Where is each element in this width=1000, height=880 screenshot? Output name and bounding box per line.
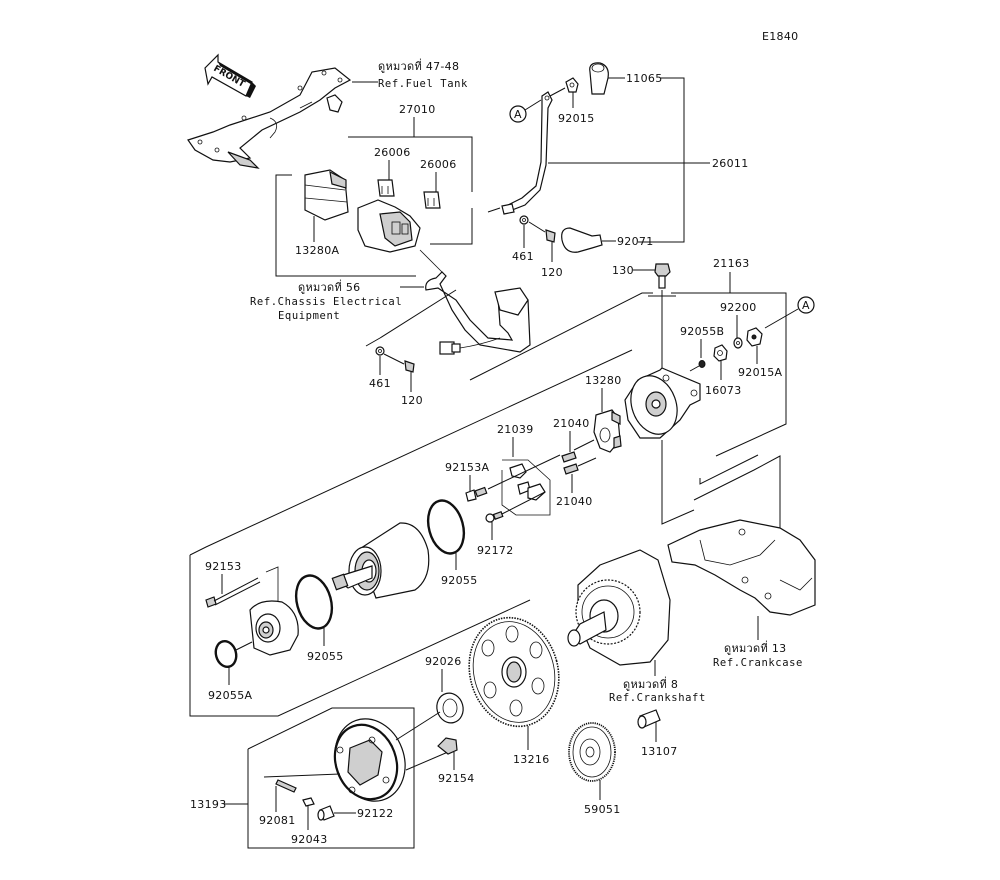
callout-a-upper bbox=[509, 105, 527, 123]
label-92153: 92153 bbox=[205, 560, 242, 573]
starter-end-cover-21163 bbox=[624, 367, 701, 439]
label-92122: 92122 bbox=[357, 807, 394, 820]
starter-front-cover bbox=[249, 600, 299, 656]
ref-crankshaft: Ref.Crankshaft bbox=[609, 692, 706, 704]
front-arrow-icon: FRONT bbox=[204, 53, 256, 98]
relay-wire-harness bbox=[419, 249, 531, 355]
brush-assembly-21039 bbox=[509, 463, 546, 501]
idle-gear-59051 bbox=[568, 722, 616, 782]
label-92055-right: 92055 bbox=[441, 574, 478, 587]
callout-a-upper-label: A bbox=[514, 108, 522, 121]
ref-fuel-tank: Ref.Fuel Tank bbox=[378, 78, 468, 90]
label-461-upper: 461 bbox=[512, 250, 534, 263]
label-130: 130 bbox=[612, 264, 634, 277]
label-21039: 21039 bbox=[497, 423, 534, 436]
label-92026: 92026 bbox=[425, 655, 462, 668]
label-92055-left: 92055 bbox=[307, 650, 344, 663]
label-120-upper: 120 bbox=[541, 266, 563, 279]
fuel-tank-bracket bbox=[187, 67, 352, 169]
ref-crankcase-thai: ดูหมวดที่ 13 bbox=[724, 640, 786, 655]
label-26006-a: 26006 bbox=[374, 146, 411, 159]
label-92081: 92081 bbox=[259, 814, 296, 827]
label-92055B: 92055B bbox=[680, 325, 724, 338]
label-13280A: 13280A bbox=[295, 244, 339, 257]
label-92015A: 92015A bbox=[738, 366, 782, 379]
label-13107: 13107 bbox=[641, 745, 678, 758]
ref-fuel-tank-thai: ดูหมวดที่ 47-48 bbox=[378, 58, 459, 73]
crankshaft bbox=[567, 549, 671, 666]
label-92154: 92154 bbox=[438, 772, 475, 785]
label-26006-b: 26006 bbox=[420, 158, 457, 171]
diagram-code: E1840 bbox=[762, 30, 798, 43]
label-13280: 13280 bbox=[585, 374, 622, 387]
label-11065: 11065 bbox=[626, 72, 663, 85]
label-21040-lower: 21040 bbox=[556, 495, 593, 508]
callout-a-right-label: A bbox=[802, 299, 810, 312]
label-13216: 13216 bbox=[513, 753, 550, 766]
ref-chassis-thai: ดูหมวดที่ 56 bbox=[298, 279, 360, 294]
label-92071: 92071 bbox=[617, 235, 654, 248]
label-13193: 13193 bbox=[190, 798, 227, 811]
label-21163: 21163 bbox=[713, 257, 750, 270]
label-120-lower: 120 bbox=[401, 394, 423, 407]
label-92043: 92043 bbox=[291, 833, 328, 846]
label-59051: 59051 bbox=[584, 803, 621, 816]
starter-clutch-13193 bbox=[333, 718, 406, 802]
label-461-lower: 461 bbox=[369, 377, 391, 390]
crankcase bbox=[667, 519, 816, 616]
label-21040-upper: 21040 bbox=[553, 417, 590, 430]
label-92200: 92200 bbox=[720, 301, 757, 314]
ref-crankcase: Ref.Crankcase bbox=[713, 657, 803, 669]
relay-cover-13280A bbox=[304, 169, 349, 221]
starter-motor-yoke bbox=[331, 522, 430, 599]
label-92055A: 92055A bbox=[208, 689, 252, 702]
ref-chassis-line1: Ref.Chassis Electrical bbox=[250, 296, 402, 308]
label-92172: 92172 bbox=[477, 544, 514, 557]
starter-relay bbox=[357, 199, 421, 253]
callout-a-right bbox=[797, 296, 815, 314]
label-16073: 16073 bbox=[705, 384, 742, 397]
ref-crankshaft-thai: ดูหมวดที่ 8 bbox=[623, 676, 678, 691]
ref-chassis-line2: Equipment bbox=[278, 310, 340, 322]
label-27010: 27010 bbox=[399, 103, 436, 116]
starter-gear-13216 bbox=[468, 616, 560, 728]
starter-cable-26011 bbox=[501, 91, 553, 215]
label-26011: 26011 bbox=[712, 157, 749, 170]
brush-holder-13280 bbox=[593, 409, 622, 453]
label-92015: 92015 bbox=[558, 112, 595, 125]
label-92153A: 92153A bbox=[445, 461, 489, 474]
